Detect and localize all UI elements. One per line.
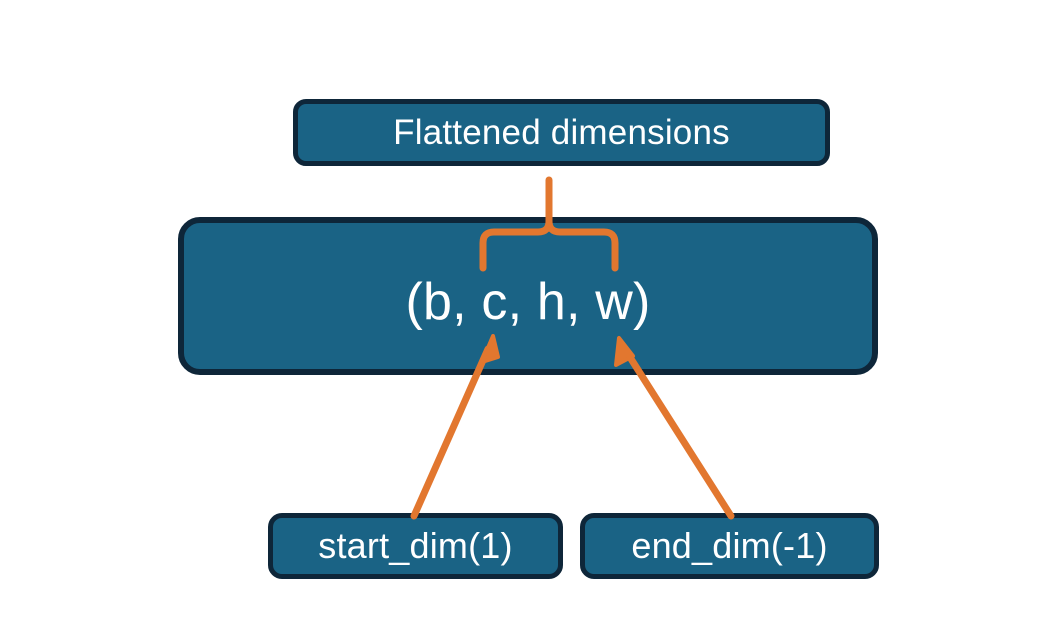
end-dim-arrow-shaft: [622, 347, 735, 520]
tensor-shape-label: (b, c, h, w): [405, 273, 651, 331]
flattened-dimensions-label: Flattened dimensions: [393, 113, 730, 152]
end-dim-label: end_dim(-1): [631, 525, 828, 566]
flattened-dimensions-box[interactable]: Flattened dimensions: [293, 99, 830, 166]
start-dim-box[interactable]: start_dim(1): [268, 513, 563, 579]
start-dim-label: start_dim(1): [318, 525, 513, 566]
end-dim-box[interactable]: end_dim(-1): [580, 513, 879, 579]
tensor-shape-box[interactable]: (b, c, h, w): [178, 217, 878, 375]
